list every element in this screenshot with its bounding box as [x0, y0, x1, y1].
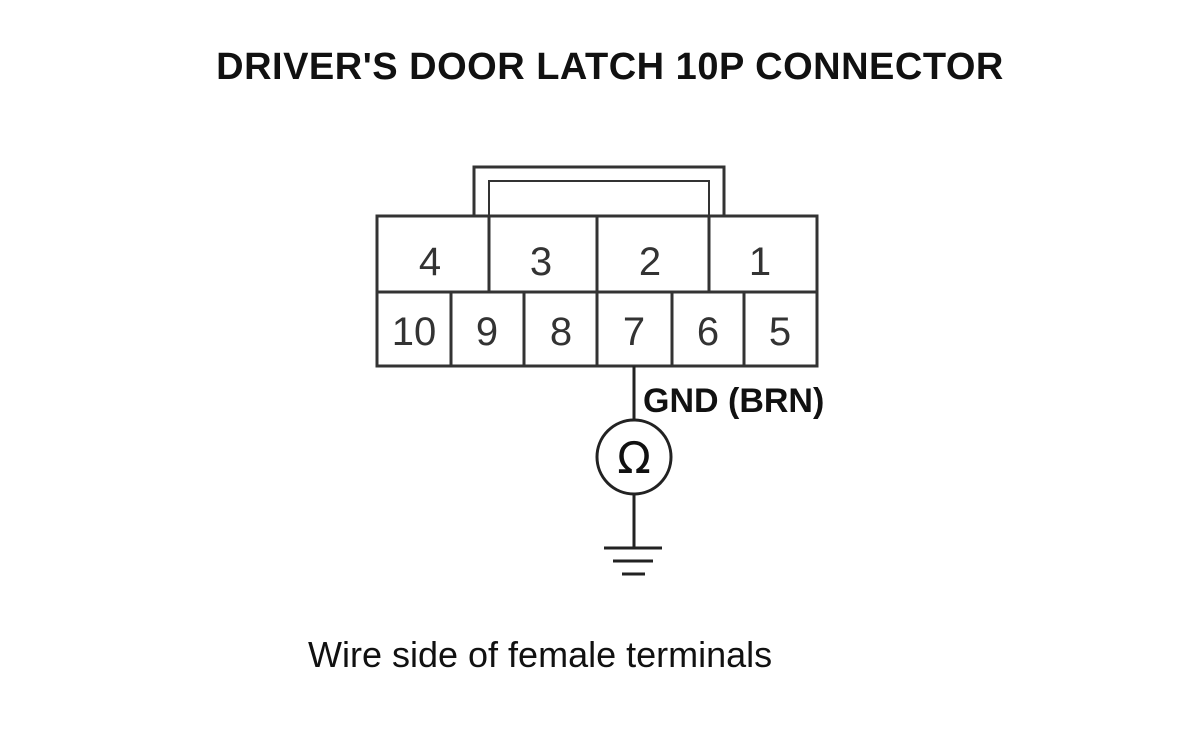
pin-3-label: 3: [530, 240, 552, 284]
pin-2-label: 2: [639, 240, 661, 284]
pin-5-label: 5: [769, 310, 791, 354]
ohmmeter-icon: Ω: [595, 418, 673, 496]
gnd-wire-label: GND (BRN): [643, 382, 824, 420]
diagram-caption: Wire side of female terminals: [308, 634, 773, 675]
diagram-title: DRIVER'S DOOR LATCH 10P CONNECTOR: [216, 46, 1004, 88]
pin-9-label: 9: [476, 310, 498, 354]
ground-icon: [604, 546, 662, 576]
connector-body: [375, 214, 819, 368]
pin-1-label: 1: [749, 240, 771, 284]
pin-10-label: 10: [392, 310, 437, 354]
pin-7-label: 7: [623, 310, 645, 354]
ohm-symbol: Ω: [617, 433, 651, 484]
pin-6-label: 6: [697, 310, 719, 354]
pin-4-label: 4: [419, 240, 441, 284]
pin-8-label: 8: [550, 310, 572, 354]
connector-lock-tab: [472, 165, 726, 216]
